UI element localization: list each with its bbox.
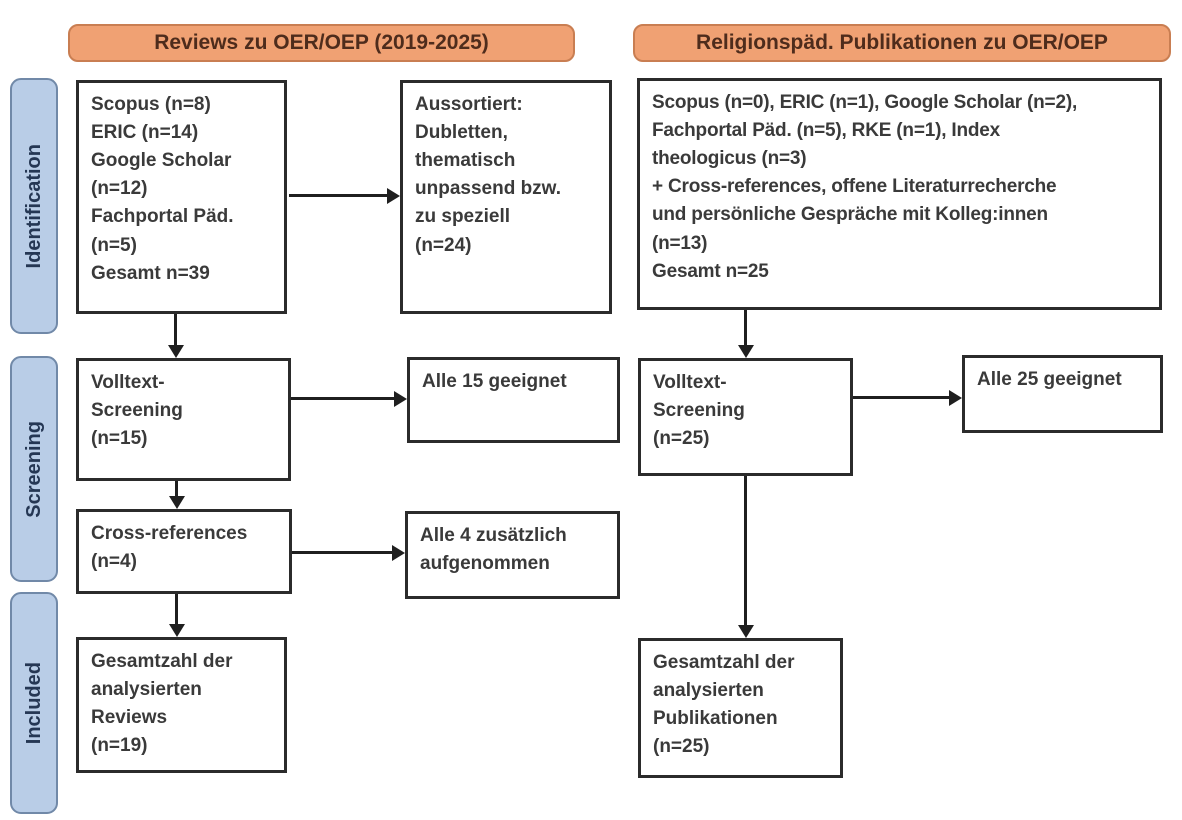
column-header-reviews: Reviews zu OER/OEP (2019-2025): [68, 24, 575, 62]
arrow-shaft: [744, 310, 747, 347]
arrow-head-icon: [168, 345, 184, 358]
stage-label-screening-text: Screening: [22, 420, 45, 518]
arrow-down-sources-to-volltext-left: [168, 314, 184, 358]
arrow-right-crossref-to-alle4: [292, 545, 405, 561]
column-header-religionspaed: Religionspäd. Publikationen zu OER/OEP: [633, 24, 1171, 62]
arrow-shaft: [853, 396, 949, 399]
flow-box-sources-reviews: Scopus (n=8)ERIC (n=14)Google Scholar(n=…: [76, 80, 287, 314]
arrow-shaft: [175, 594, 178, 626]
flow-box-sources-religionspaed: Scopus (n=0), ERIC (n=1), Google Scholar…: [637, 78, 1162, 310]
arrow-head-icon: [387, 188, 400, 204]
arrow-head-icon: [738, 345, 754, 358]
flow-box-alle-25-geeignet: Alle 25 geeignet: [962, 355, 1163, 433]
arrow-down-volltext-to-gesamt-right: [738, 476, 754, 638]
arrow-head-icon: [392, 545, 405, 561]
stage-label-identification-text: Identification: [22, 143, 45, 269]
arrow-shaft: [174, 314, 177, 347]
arrow-head-icon: [738, 625, 754, 638]
stage-label-identification: Identification: [10, 78, 58, 334]
arrow-right-volltext-to-alle15: [291, 391, 407, 407]
flow-box-volltext-screening-reviews: Volltext-Screening(n=15): [76, 358, 291, 481]
arrow-head-icon: [394, 391, 407, 407]
arrow-shaft: [175, 481, 178, 498]
arrow-down-sources-to-volltext-right: [738, 310, 754, 358]
arrow-head-icon: [169, 496, 185, 509]
arrow-right-sources-to-aussortiert: [289, 188, 400, 204]
arrow-shaft: [744, 476, 747, 627]
arrow-head-icon: [949, 390, 962, 406]
arrow-shaft: [292, 551, 392, 554]
flow-box-volltext-screening-religionspaed: Volltext-Screening(n=25): [638, 358, 853, 476]
arrow-head-icon: [169, 624, 185, 637]
stage-label-included: Included: [10, 592, 58, 814]
arrow-shaft: [289, 194, 387, 197]
flow-box-cross-references: Cross-references(n=4): [76, 509, 292, 594]
arrow-shaft: [291, 397, 394, 400]
flow-box-alle-15-geeignet: Alle 15 geeignet: [407, 357, 620, 443]
stage-label-included-text: Included: [22, 661, 45, 745]
arrow-down-volltext-to-crossref: [169, 481, 185, 509]
arrow-right-volltext-to-alle25: [853, 390, 962, 406]
stage-label-screening: Screening: [10, 356, 58, 582]
arrow-down-crossref-to-gesamt-left: [169, 594, 185, 637]
